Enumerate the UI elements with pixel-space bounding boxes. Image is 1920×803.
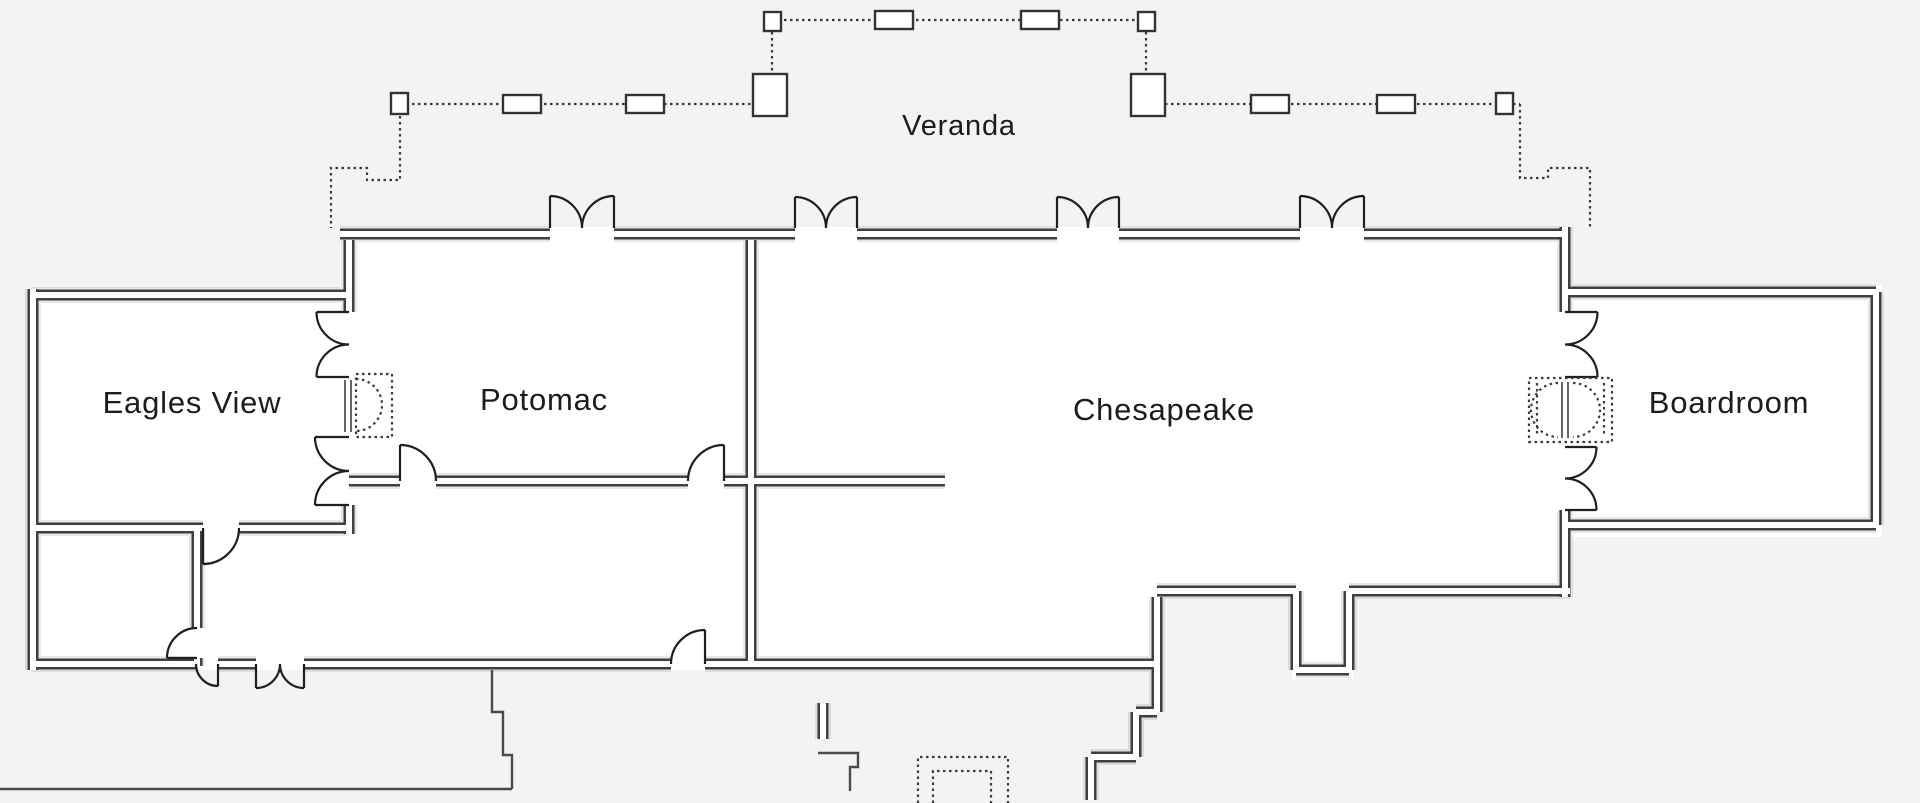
veranda-dotted-boundary	[329, 18, 1592, 228]
room-label-potomac: Potomac	[480, 382, 608, 417]
terrace-steps-left	[0, 670, 514, 791]
veranda-column-icon	[1129, 72, 1167, 118]
terrace-steps-center	[818, 751, 860, 791]
veranda-window-icon	[873, 9, 915, 31]
veranda-post-icon	[389, 91, 410, 116]
veranda-post-icon	[1494, 91, 1515, 116]
wall-cores	[30, 227, 1879, 800]
veranda-window-icon	[624, 93, 666, 115]
veranda-post-icon	[762, 10, 783, 33]
veranda-window-icon	[1019, 9, 1061, 31]
exterior-steps	[0, 670, 860, 791]
folding-partition-icon	[344, 372, 394, 439]
building-footprint	[27, 227, 1882, 679]
door-arcs	[165, 194, 1599, 690]
walls	[25, 226, 1884, 800]
veranda-post-icon	[1136, 10, 1157, 33]
veranda-column-icon	[751, 72, 789, 118]
room-label-chesapeake: Chesapeake	[1073, 392, 1255, 427]
room-label-eagles-view: Eagles View	[103, 385, 282, 420]
folding-partition-icon	[1527, 376, 1614, 444]
room-label-veranda: Veranda	[902, 110, 1016, 142]
entry-canopy-dotted	[916, 755, 1010, 803]
veranda-window-icon	[1375, 93, 1417, 115]
room-label-boardroom: Boardroom	[1649, 385, 1810, 420]
veranda-window-icon	[501, 93, 543, 115]
veranda-window-icon	[1249, 93, 1291, 115]
veranda-outline	[329, 9, 1592, 228]
